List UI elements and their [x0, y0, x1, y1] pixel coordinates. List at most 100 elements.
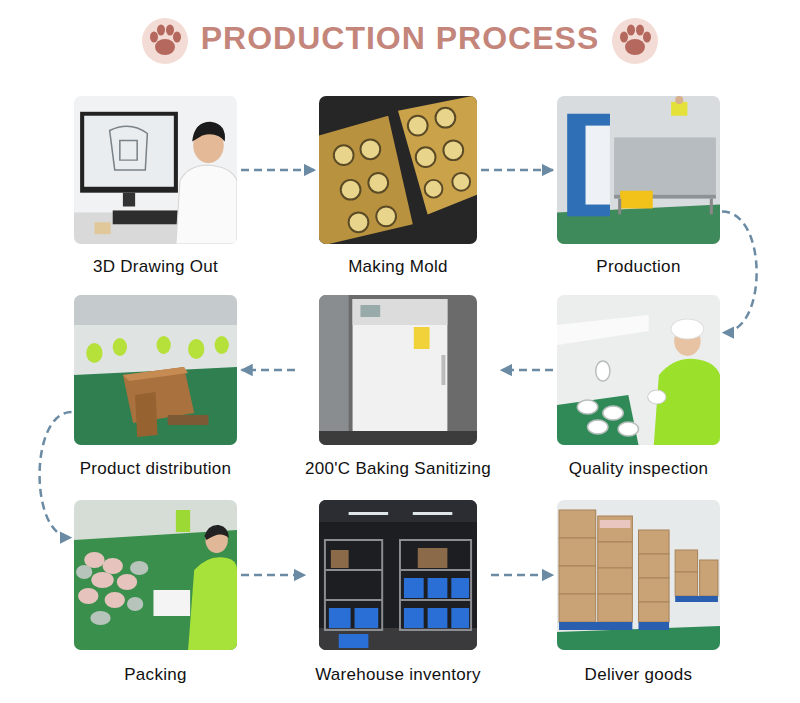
cad-photo	[74, 96, 237, 244]
process-step: 3D Drawing Out	[74, 96, 237, 283]
shipping-photo	[598, 516, 633, 542]
process-step: Deliver goods	[557, 500, 720, 691]
inspection-photo	[557, 295, 720, 445]
mold-photo	[319, 96, 477, 244]
distribution-photo	[135, 392, 157, 437]
machine-photo	[675, 96, 683, 104]
packing-photo	[76, 565, 92, 579]
mold-photo	[443, 140, 463, 160]
warehouse-photo	[339, 634, 369, 648]
step-caption: Deliver goods	[557, 665, 720, 685]
mold-photo	[376, 207, 396, 227]
shipping-photo	[639, 578, 670, 602]
mold-photo	[425, 180, 443, 198]
shipping-photo	[675, 596, 718, 602]
warehouse-photo	[319, 500, 477, 522]
mold-photo	[349, 212, 369, 232]
shipping-photo	[639, 602, 670, 622]
flow-arrow	[501, 369, 553, 372]
cad-photo	[74, 96, 237, 244]
paw-icon	[140, 16, 190, 66]
cad-photo	[80, 112, 178, 193]
distribution-photo	[86, 343, 102, 363]
step-caption: Making Mold	[319, 257, 477, 277]
oven-photo	[319, 295, 477, 445]
cad-photo	[110, 126, 148, 170]
paw-icon	[142, 18, 188, 64]
paw-icon	[155, 39, 175, 55]
inspection-photo	[557, 315, 649, 345]
oven-photo	[441, 355, 445, 385]
mold-photo	[452, 173, 470, 191]
step-caption: Packing	[74, 665, 237, 685]
mold-photo	[334, 145, 354, 165]
shipping-photo	[559, 622, 632, 630]
shipping-photo	[557, 500, 720, 650]
machine-photo	[671, 102, 687, 116]
warehouse-photo	[400, 569, 471, 571]
mold-photo	[436, 108, 456, 128]
distribution-photo	[157, 336, 171, 354]
shipping-photo	[559, 566, 596, 594]
machine-photo	[586, 126, 610, 205]
title-bar: PRODUCTION PROCESS	[0, 20, 800, 57]
warehouse-photo	[404, 578, 424, 598]
page-title: PRODUCTION PROCESS	[201, 20, 599, 56]
packing-photo	[153, 590, 190, 616]
warehouse-photo	[331, 550, 349, 568]
paw-icon	[643, 32, 651, 43]
distribution-photo	[86, 336, 229, 363]
cad-photo	[113, 210, 178, 224]
mold-photo	[408, 116, 428, 136]
warehouse-photo	[404, 608, 424, 628]
distribution-photo	[74, 367, 237, 445]
shipping-photo	[559, 538, 596, 566]
packing-photo	[78, 552, 137, 608]
paw-icon	[173, 32, 181, 43]
machine-photo	[618, 199, 621, 215]
cad-photo	[123, 193, 135, 207]
shipping-photo	[559, 596, 718, 630]
cad-photo	[192, 122, 225, 142]
inspection-photo	[596, 361, 610, 381]
warehouse-photo	[400, 599, 471, 601]
paw-icon	[612, 18, 658, 64]
shipping-photo	[639, 622, 670, 630]
packing-photo	[130, 561, 148, 575]
warehouse-photo	[400, 540, 471, 630]
oven-photo	[319, 295, 349, 445]
shipping-photo	[557, 500, 720, 650]
oven-photo	[353, 299, 448, 439]
step-caption: Quality inspection	[557, 459, 720, 479]
packing-photo	[117, 574, 137, 590]
paw-icon	[625, 39, 645, 55]
step-caption: Production	[557, 257, 720, 277]
paw-icon	[150, 32, 158, 43]
distribution-photo	[113, 338, 127, 356]
mold-photo	[368, 173, 388, 193]
inspection-photo	[557, 395, 639, 445]
distribution-photo	[74, 295, 237, 445]
warehouse-photo	[418, 548, 448, 568]
warehouse-photo	[319, 500, 477, 650]
step-caption: Product distribution	[74, 459, 238, 479]
mold-photo	[398, 96, 477, 214]
warehouse-photo	[325, 540, 471, 630]
shipping-photo	[598, 542, 633, 568]
shipping-photo	[639, 530, 670, 554]
distribution-photo	[123, 367, 188, 381]
cad-photo	[176, 165, 237, 244]
flow-arrow	[481, 169, 553, 172]
packing-photo	[188, 557, 237, 650]
inspection-photo	[618, 422, 638, 436]
warehouse-photo	[325, 540, 382, 630]
packing-photo	[103, 558, 123, 574]
mold-photo	[360, 139, 380, 159]
warehouse-photo	[331, 548, 448, 568]
packing-photo	[74, 500, 237, 650]
packing-photo	[78, 588, 98, 604]
inspection-photo	[577, 361, 638, 436]
oven-photo	[360, 305, 380, 317]
warehouse-photo	[319, 500, 477, 650]
shipping-photo	[559, 510, 596, 538]
